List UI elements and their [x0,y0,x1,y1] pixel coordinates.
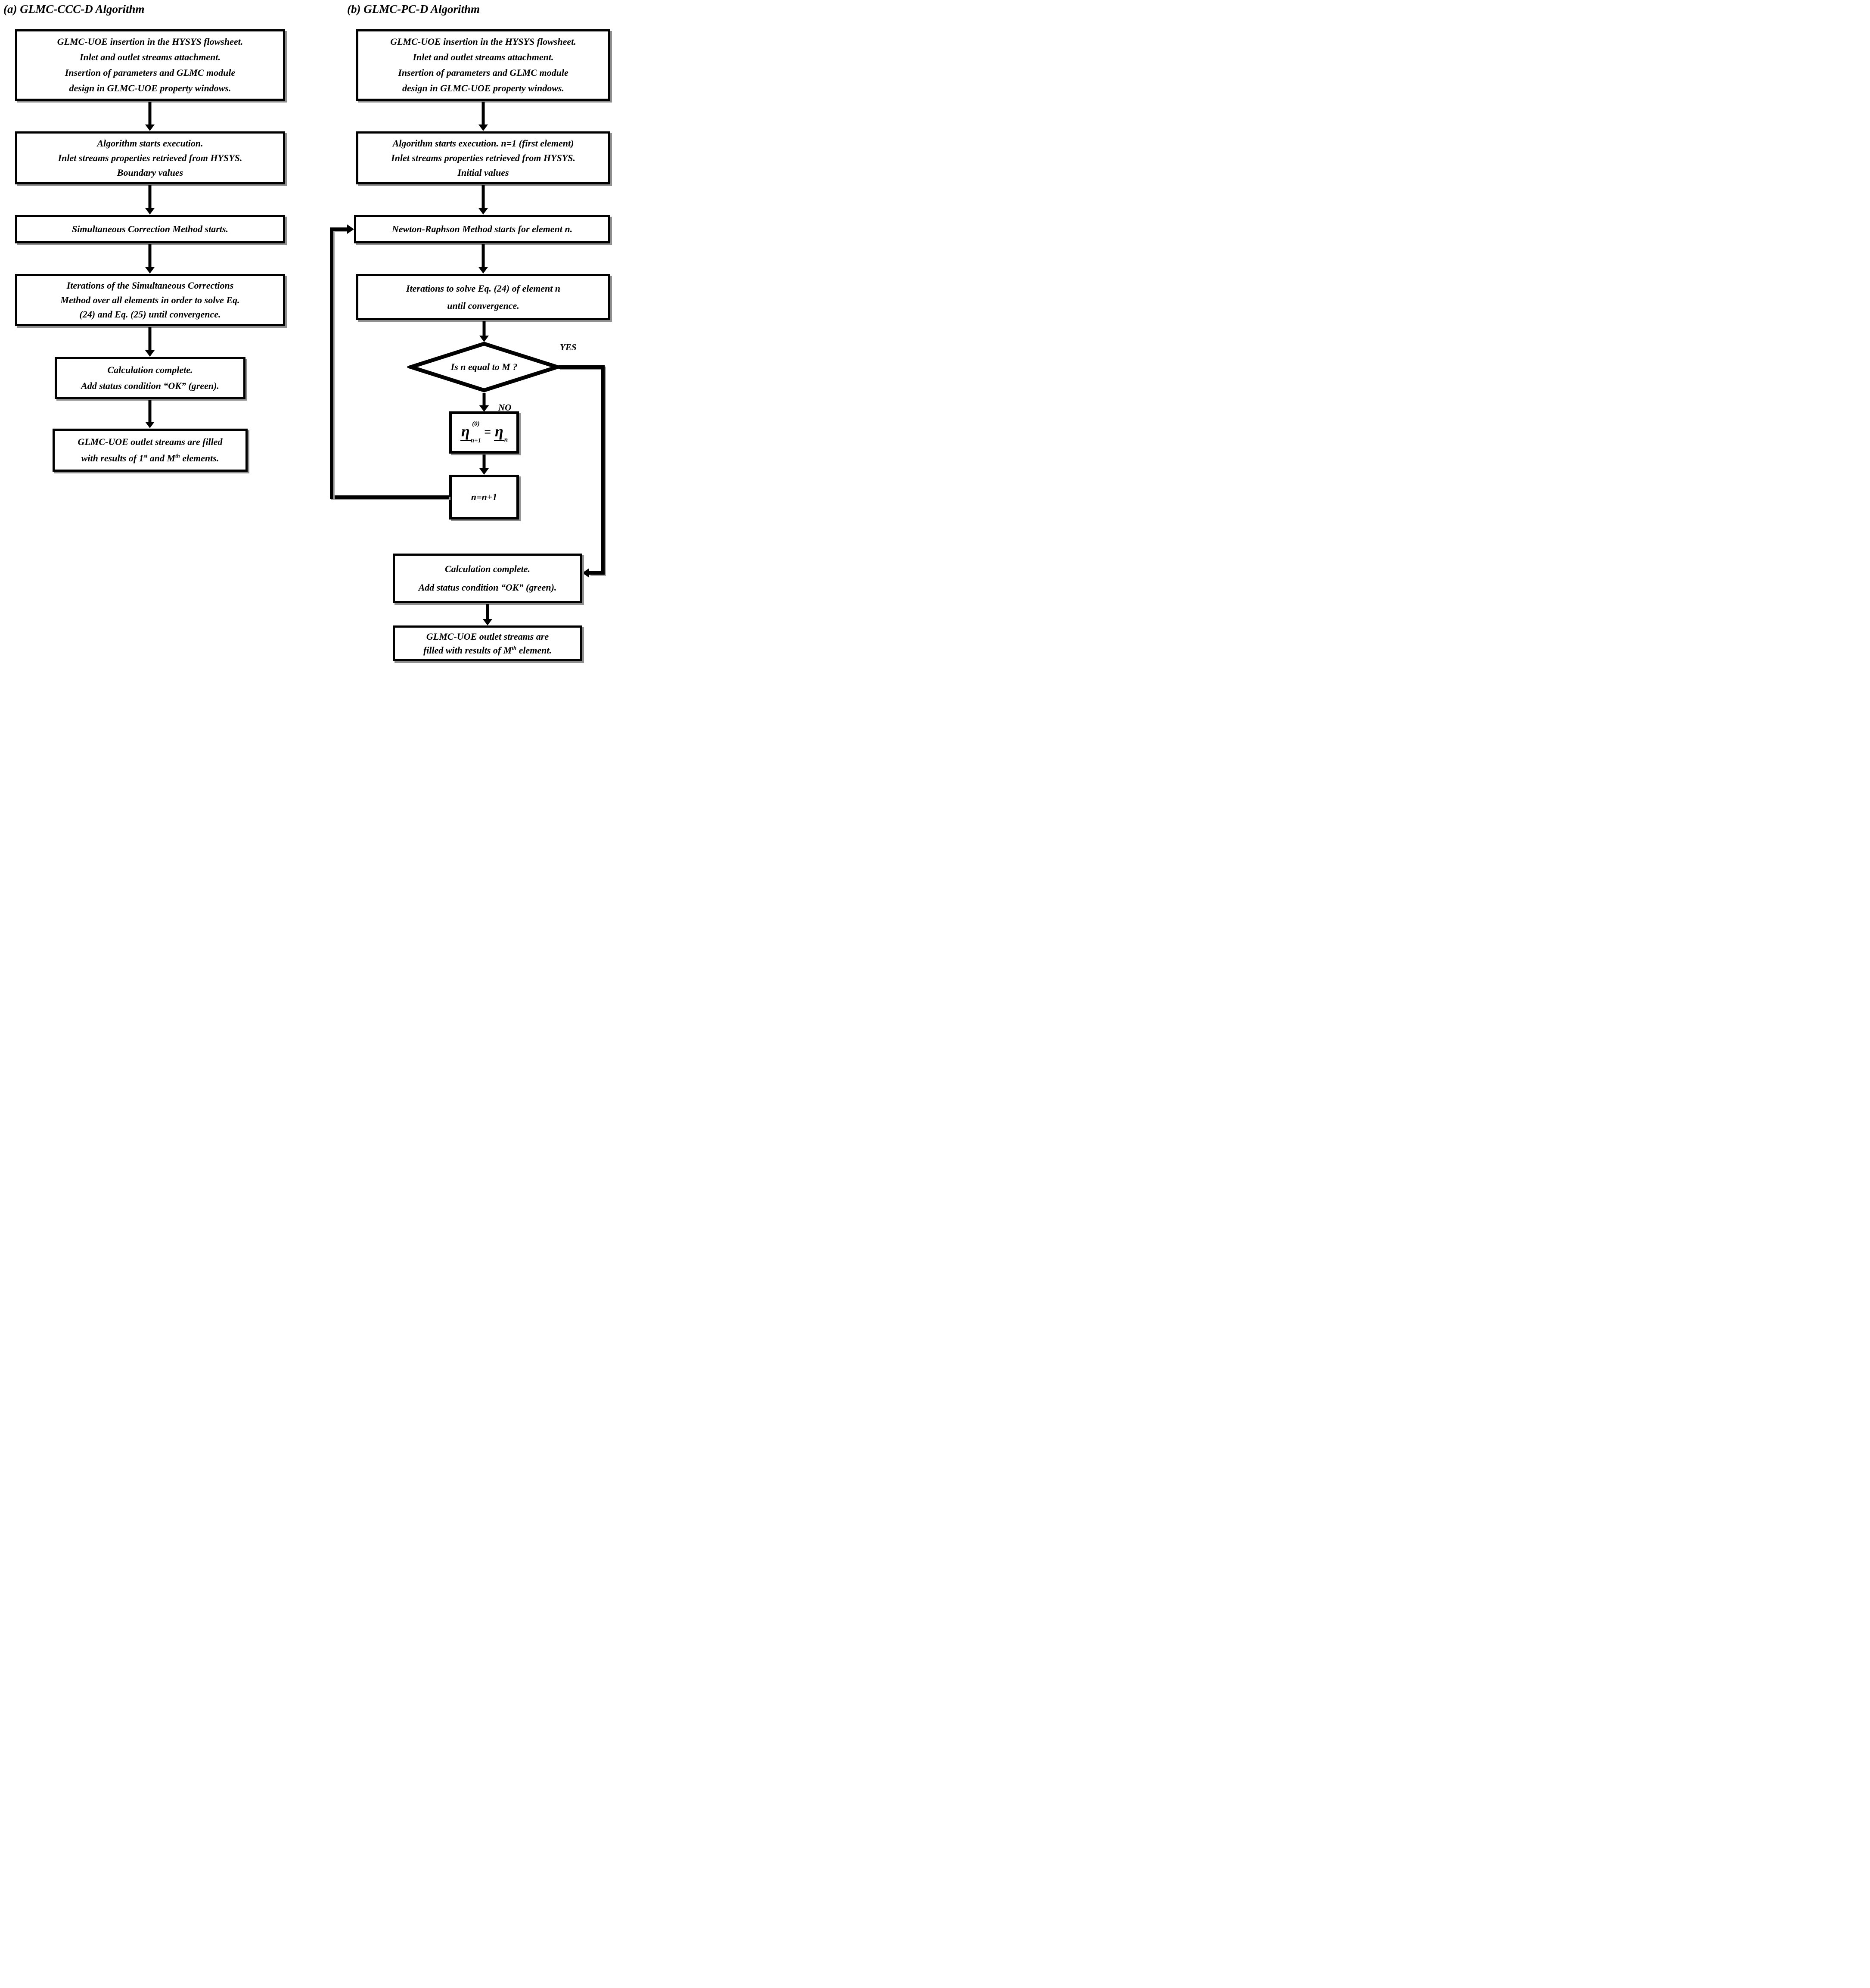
box-text-line: filled with results of Mth element. [423,644,552,656]
box-b-setup: GLMC-UOE insertion in the HYSYS flowshee… [356,29,610,101]
formula-left-term: η(0) n+1 [460,421,481,444]
arrow-down-icon [145,244,155,274]
box-b-iterations: Iterations to solve Eq. (24) of element … [356,274,610,320]
text-segment: filled with results of M [423,644,512,656]
eta-symbol: η [460,423,471,441]
arrow-down-icon [479,393,489,412]
no-branch-label: NO [498,402,512,413]
box-text-line: GLMC-UOE outlet streams are filled [78,436,223,448]
box-b-newton-raphson: Newton-Raphson Method starts for element… [354,215,610,243]
yes-connector-bottom [589,571,605,575]
superscript-th: th [175,452,180,459]
arrow-down-icon [145,327,155,357]
box-text-line: GLMC-UOE outlet streams are [426,631,549,642]
box-text-line: Iterations to solve Eq. (24) of element … [406,283,561,294]
loop-connector-bottom [330,495,449,499]
title-glmc-ccc-d: (a) GLMC-CCC-D Algorithm [3,3,145,16]
box-text-line: GLMC-UOE insertion in the HYSYS flowshee… [390,36,576,47]
text-segment: element. [516,644,552,656]
superscript-st: st [143,452,148,459]
arrow-right-icon [347,224,354,234]
decision-question: Is n equal to M ? [450,361,518,372]
arrow-down-icon [145,400,155,428]
arrow-down-icon [145,185,155,215]
arrow-down-icon [478,102,488,131]
box-a-outlet-streams: GLMC-UOE outlet streams are filled with … [53,429,248,472]
box-a-start-execution: Algorithm starts execution. Inlet stream… [15,131,285,184]
box-text-line: Inlet and outlet streams attachment. [413,52,554,63]
formula-subscript: n [504,436,508,443]
diamond-shape-icon [407,342,561,392]
box-a-setup: GLMC-UOE insertion in the HYSYS flowshee… [15,29,285,101]
box-text-line: Inlet streams properties retrieved from … [58,152,242,163]
box-text-line: Add status condition “OK” (green). [81,380,219,392]
box-text-line: (24) and Eq. (25) until convergence. [79,309,221,320]
box-a-iterations: Iterations of the Simultaneous Correctio… [15,274,285,326]
loop-connector-top [333,227,347,231]
box-text-line: design in GLMC-UOE property windows. [69,83,231,94]
box-text-line: GLMC-UOE insertion in the HYSYS flowshee… [57,36,243,47]
loop-connector-vertical [330,227,333,499]
box-text-line: Insertion of parameters and GLMC module [65,67,236,78]
box-text-line: until convergence. [447,300,519,311]
decision-diamond-is-n-equal-m: Is n equal to M ? [407,340,561,394]
eta-symbol: η [494,423,504,441]
equals-sign: = [484,426,491,439]
box-text-line: n=n+1 [471,492,497,503]
box-text-line: design in GLMC-UOE property windows. [402,83,564,94]
yes-connector-top [559,365,605,369]
box-text-line: with results of 1st and Mth elements. [81,452,219,464]
box-text-line: Simultaneous Correction Method starts. [71,224,229,235]
text-segment: elements. [180,453,219,464]
box-text-line: Calculation complete. [445,563,530,575]
yes-branch-label: YES [560,342,577,352]
box-b-increment-n: n=n+1 [449,475,519,520]
box-a-calculation-complete: Calculation complete. Add status conditi… [55,357,245,399]
arrow-left-icon [582,568,589,578]
flowchart-canvas: (a) GLMC-CCC-D Algorithm (b) GLMC-PC-D A… [0,0,624,663]
arrow-down-icon [479,454,489,475]
box-b-calculation-complete: Calculation complete. Add status conditi… [393,554,582,603]
box-text-line: Initial values [457,167,509,178]
arrow-down-icon [482,604,493,625]
arrow-down-icon [478,244,488,274]
arrow-down-icon [478,185,488,215]
box-text-line: Insertion of parameters and GLMC module [398,67,568,78]
box-text-line: Iterations of the Simultaneous Correctio… [66,280,234,291]
sup-sub-stack: (0) n+1 [471,421,481,444]
box-text-line: Inlet and outlet streams attachment. [80,52,221,63]
formula-superscript: (0) [472,420,480,427]
arrow-down-icon [145,102,155,131]
box-text-line: Newton-Raphson Method starts for element… [391,224,573,235]
box-b-outlet-streams: GLMC-UOE outlet streams are filled with … [393,625,582,661]
arrow-down-icon [479,321,489,342]
superscript-th: th [512,644,517,651]
title-glmc-pc-d: (b) GLMC-PC-D Algorithm [347,3,480,16]
formula-subscript: n+1 [470,437,481,444]
yes-connector-vertical [601,365,605,575]
text-segment: with results of 1 [81,453,144,464]
box-a-simultaneous-correction: Simultaneous Correction Method starts. [15,215,285,243]
box-text-line: Algorithm starts execution. [97,137,203,149]
box-text-line: Boundary values [117,167,183,178]
box-text-line: Calculation complete. [107,364,193,376]
box-text-line: Add status condition “OK” (green). [418,582,557,593]
text-segment: and M [147,453,176,464]
box-text-line: Method over all elements in order to sol… [60,294,240,305]
box-b-start-execution: Algorithm starts execution. n=1 (first e… [356,131,610,184]
box-text-line: Algorithm starts execution. n=1 (first e… [392,137,574,149]
box-text-line: Inlet streams properties retrieved from … [391,152,575,163]
